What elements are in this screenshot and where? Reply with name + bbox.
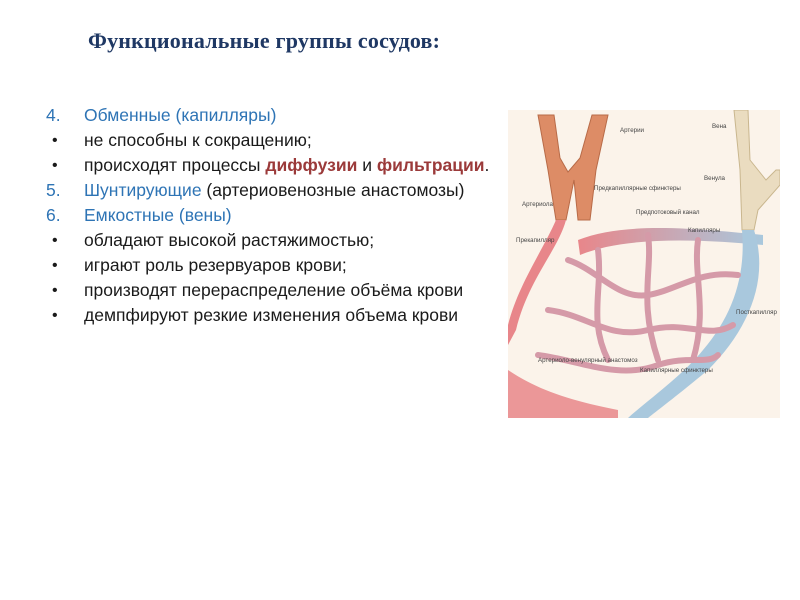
bullet-item: • не способны к сокращению; (46, 128, 506, 153)
bullet-marker: • (52, 232, 58, 249)
item-text: демпфируют резкие изменения объема крови (84, 305, 458, 325)
item-text: играют роль резервуаров крови; (84, 255, 347, 275)
bullet-marker: • (52, 132, 58, 149)
numbered-item: 5. Шунтирующие (артериовенозные анастомоз… (46, 178, 506, 203)
vessel-groups-list: 4. Обменные (капилляры) • не способны к сок… (46, 103, 506, 328)
numbered-item: 6. Емкостные (вены) (46, 203, 506, 228)
bullet-marker: • (52, 157, 58, 174)
item-text: обладают высокой растяжимостью; (84, 230, 374, 250)
label-capillaries: Капилляры (688, 227, 721, 234)
item-text: Обменные (капилляры) (84, 105, 276, 125)
bullet-item: • играют роль резервуаров крови; (46, 253, 506, 278)
numbered-item: 4. Обменные (капилляры) (46, 103, 506, 128)
item-number: 5. (46, 180, 61, 200)
label-venula: Венула (704, 175, 726, 182)
label-arteriola: Артериола (522, 201, 553, 208)
arteriole-main (508, 220, 566, 345)
item-text: Шунтирующие (артериовенозные анастомозы) (84, 180, 464, 200)
group-name: Обменные (капилляры) (84, 105, 277, 125)
microcirculation-figure: Артерии Вена Венула Артериола Предкапилл… (508, 110, 780, 418)
label-pretransit: Предпотоковый канал (636, 209, 700, 216)
av-anastomosis-vessel (578, 228, 763, 255)
item-number: 6. (46, 205, 61, 225)
text-run: демпфируют резкие изменения объема крови (84, 305, 459, 325)
text-run: происходят процессы (84, 155, 266, 175)
bullet-item: • демпфируют резкие изменения объема кров… (46, 303, 506, 328)
capillary-network (535, 232, 741, 374)
bullet-item: • обладают высокой растяжимостью; (46, 228, 506, 253)
item-number: 4. (46, 105, 61, 125)
label-vena: Вена (712, 123, 727, 130)
item-text: не способны к сокращению; (84, 130, 312, 150)
bullet-item: • происходят процессы диффузии и фильтрац… (46, 153, 506, 178)
label-postcapillary: Посткапилляр (736, 309, 777, 316)
text-run: играют роль резервуаров крови; (84, 255, 347, 275)
page-title: Функциональные группы сосудов: (88, 28, 441, 53)
microcirculation-diagram: Артерии Вена Венула Артериола Предкапилл… (508, 110, 780, 418)
group-name: Емкостные (вены) (84, 205, 232, 225)
label-arteria: Артерии (620, 127, 645, 134)
text-run: . (484, 155, 490, 175)
label-precapillary: Прекапилляр (516, 237, 555, 244)
highlight-term: фильтрации (376, 155, 485, 175)
arteriole-lower (508, 370, 618, 418)
text-run: (артериовенозные анастомозы) (201, 180, 465, 200)
item-text: происходят процессы диффузии и фильтраци… (84, 155, 489, 175)
label-av-anastomosis: Артериоло-венулярный анастомоз (538, 357, 638, 364)
item-text: Емкостные (вены) (84, 205, 232, 225)
text-run: обладают высокой растяжимостью; (84, 230, 375, 250)
text-run: и (357, 155, 377, 175)
group-name: Шунтирующие (84, 180, 202, 200)
vein-vessel (733, 110, 780, 231)
text-run: производят перераспределение объёма кров… (84, 280, 464, 300)
label-cap-sphincters: Капиллярные сфинктеры (640, 367, 713, 374)
bullet-marker: • (52, 257, 58, 274)
bullet-marker: • (52, 282, 58, 299)
bullet-marker: • (52, 307, 58, 324)
figure-labels: Артерии Вена Венула Артериола Предкапилл… (516, 123, 777, 374)
bullet-item: • производят перераспределение объёма кро… (46, 278, 506, 303)
text-run: не способны к сокращению; (84, 130, 312, 150)
highlight-term: диффузии (265, 155, 358, 175)
item-text: производят перераспределение объёма кров… (84, 280, 463, 300)
label-precap-sphincters: Предкапиллярные сфинктеры (594, 185, 681, 192)
